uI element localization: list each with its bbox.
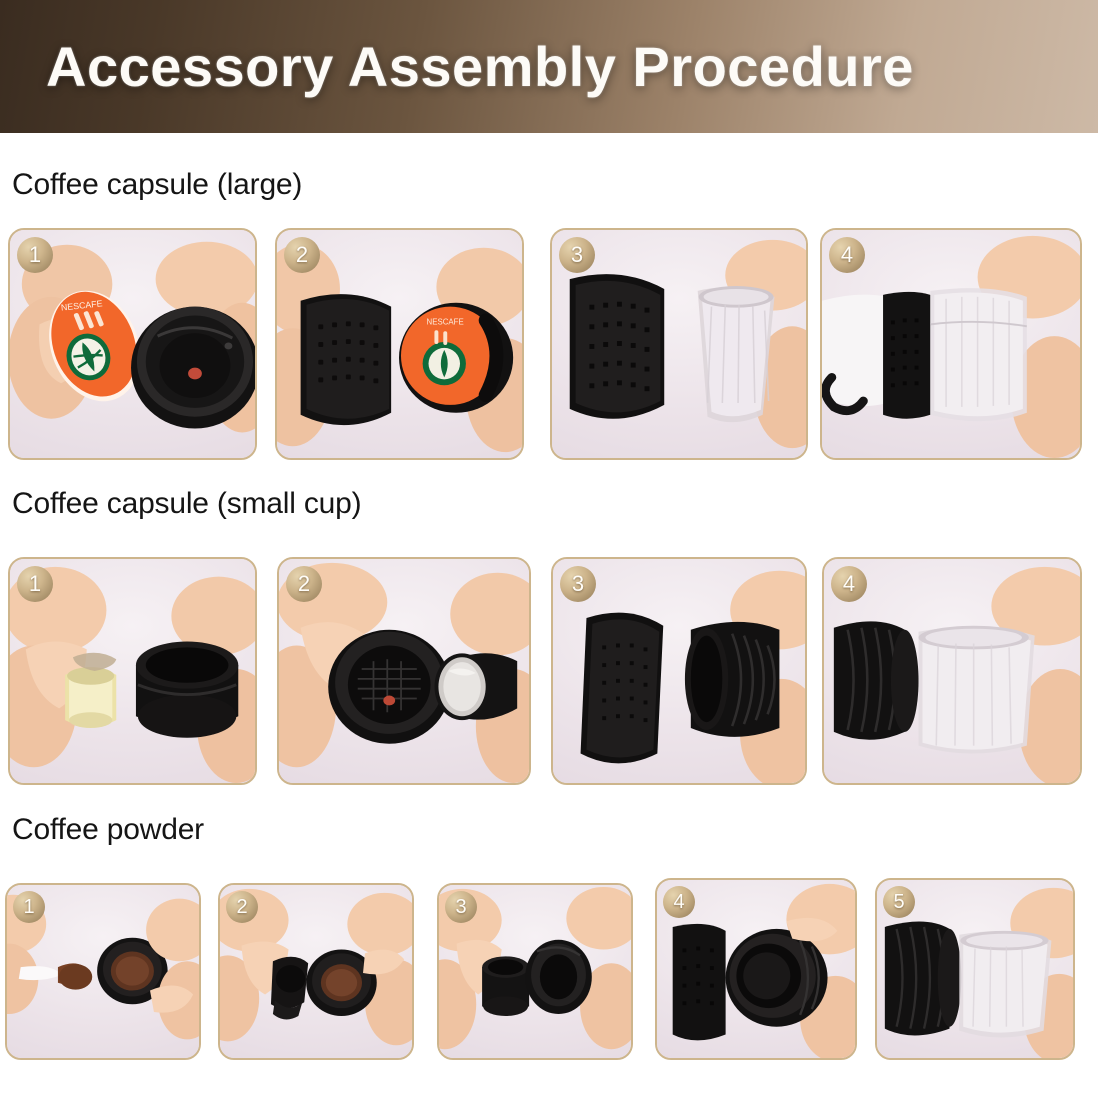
step-card[interactable]: 3 (550, 228, 808, 460)
step-number-badge: 3 (559, 237, 595, 273)
step-number-badge: 2 (284, 237, 320, 273)
step-number-badge: 2 (226, 891, 258, 923)
illustration-sleeve-screwed-on-body (657, 880, 855, 1058)
illustration-sleeve-and-cup (552, 230, 806, 458)
step-card[interactable]: NESCAFE 1 (8, 228, 257, 460)
step-card[interactable]: 1 (5, 883, 201, 1060)
step-number-badge: 4 (829, 237, 865, 273)
illustration-assembled-brewer (822, 230, 1080, 458)
step-number-badge: 1 (17, 566, 53, 602)
step-card[interactable]: NESCAFE 2 (275, 228, 524, 460)
section-title-coffee-capsule-large: Coffee capsule (large) (12, 168, 303, 201)
step-card[interactable]: 2 (277, 557, 531, 785)
step-number-badge: 1 (17, 237, 53, 273)
illustration-base-plate-and-cup (279, 559, 529, 783)
svg-text:NESCAFE: NESCAFE (60, 298, 103, 312)
step-number-badge: 4 (831, 566, 867, 602)
step-number-badge: 4 (663, 886, 695, 918)
step-card[interactable]: 3 (551, 557, 807, 785)
illustration-spoon-and-basket (7, 885, 199, 1058)
step-number-badge: 5 (883, 886, 915, 918)
illustration-basket-and-lid (220, 885, 412, 1058)
step-card[interactable]: 2 (218, 883, 414, 1060)
step-card[interactable]: 5 (875, 878, 1075, 1060)
step-number-badge: 1 (13, 891, 45, 923)
step-number-badge: 3 (560, 566, 596, 602)
illustration-sleeve-and-threaded-body (553, 559, 805, 783)
step-card[interactable]: 4 (820, 228, 1082, 460)
illustration-basket-and-ring (439, 885, 631, 1058)
step-card[interactable]: 4 (655, 878, 857, 1060)
illustration-small-capsule-and-ring (10, 559, 255, 783)
step-card[interactable]: 4 (822, 557, 1082, 785)
step-number-badge: 3 (445, 891, 477, 923)
step-number-badge: 2 (286, 566, 322, 602)
section-title-coffee-powder: Coffee powder (12, 813, 204, 846)
step-card[interactable]: 3 (437, 883, 633, 1060)
illustration-body-and-frosted-cup (824, 559, 1080, 783)
page-header: Accessory Assembly Procedure (0, 0, 1098, 133)
page-title: Accessory Assembly Procedure (46, 35, 914, 98)
svg-text:NESCAFE: NESCAFE (427, 317, 464, 326)
section-title-coffee-capsule-small-cup: Coffee capsule (small cup) (12, 487, 362, 520)
illustration-capsule-insert: NESCAFE (277, 230, 522, 458)
illustration-capsule-and-holder: NESCAFE (10, 230, 255, 458)
step-card[interactable]: 1 (8, 557, 257, 785)
illustration-body-attached-to-cup (877, 880, 1073, 1058)
